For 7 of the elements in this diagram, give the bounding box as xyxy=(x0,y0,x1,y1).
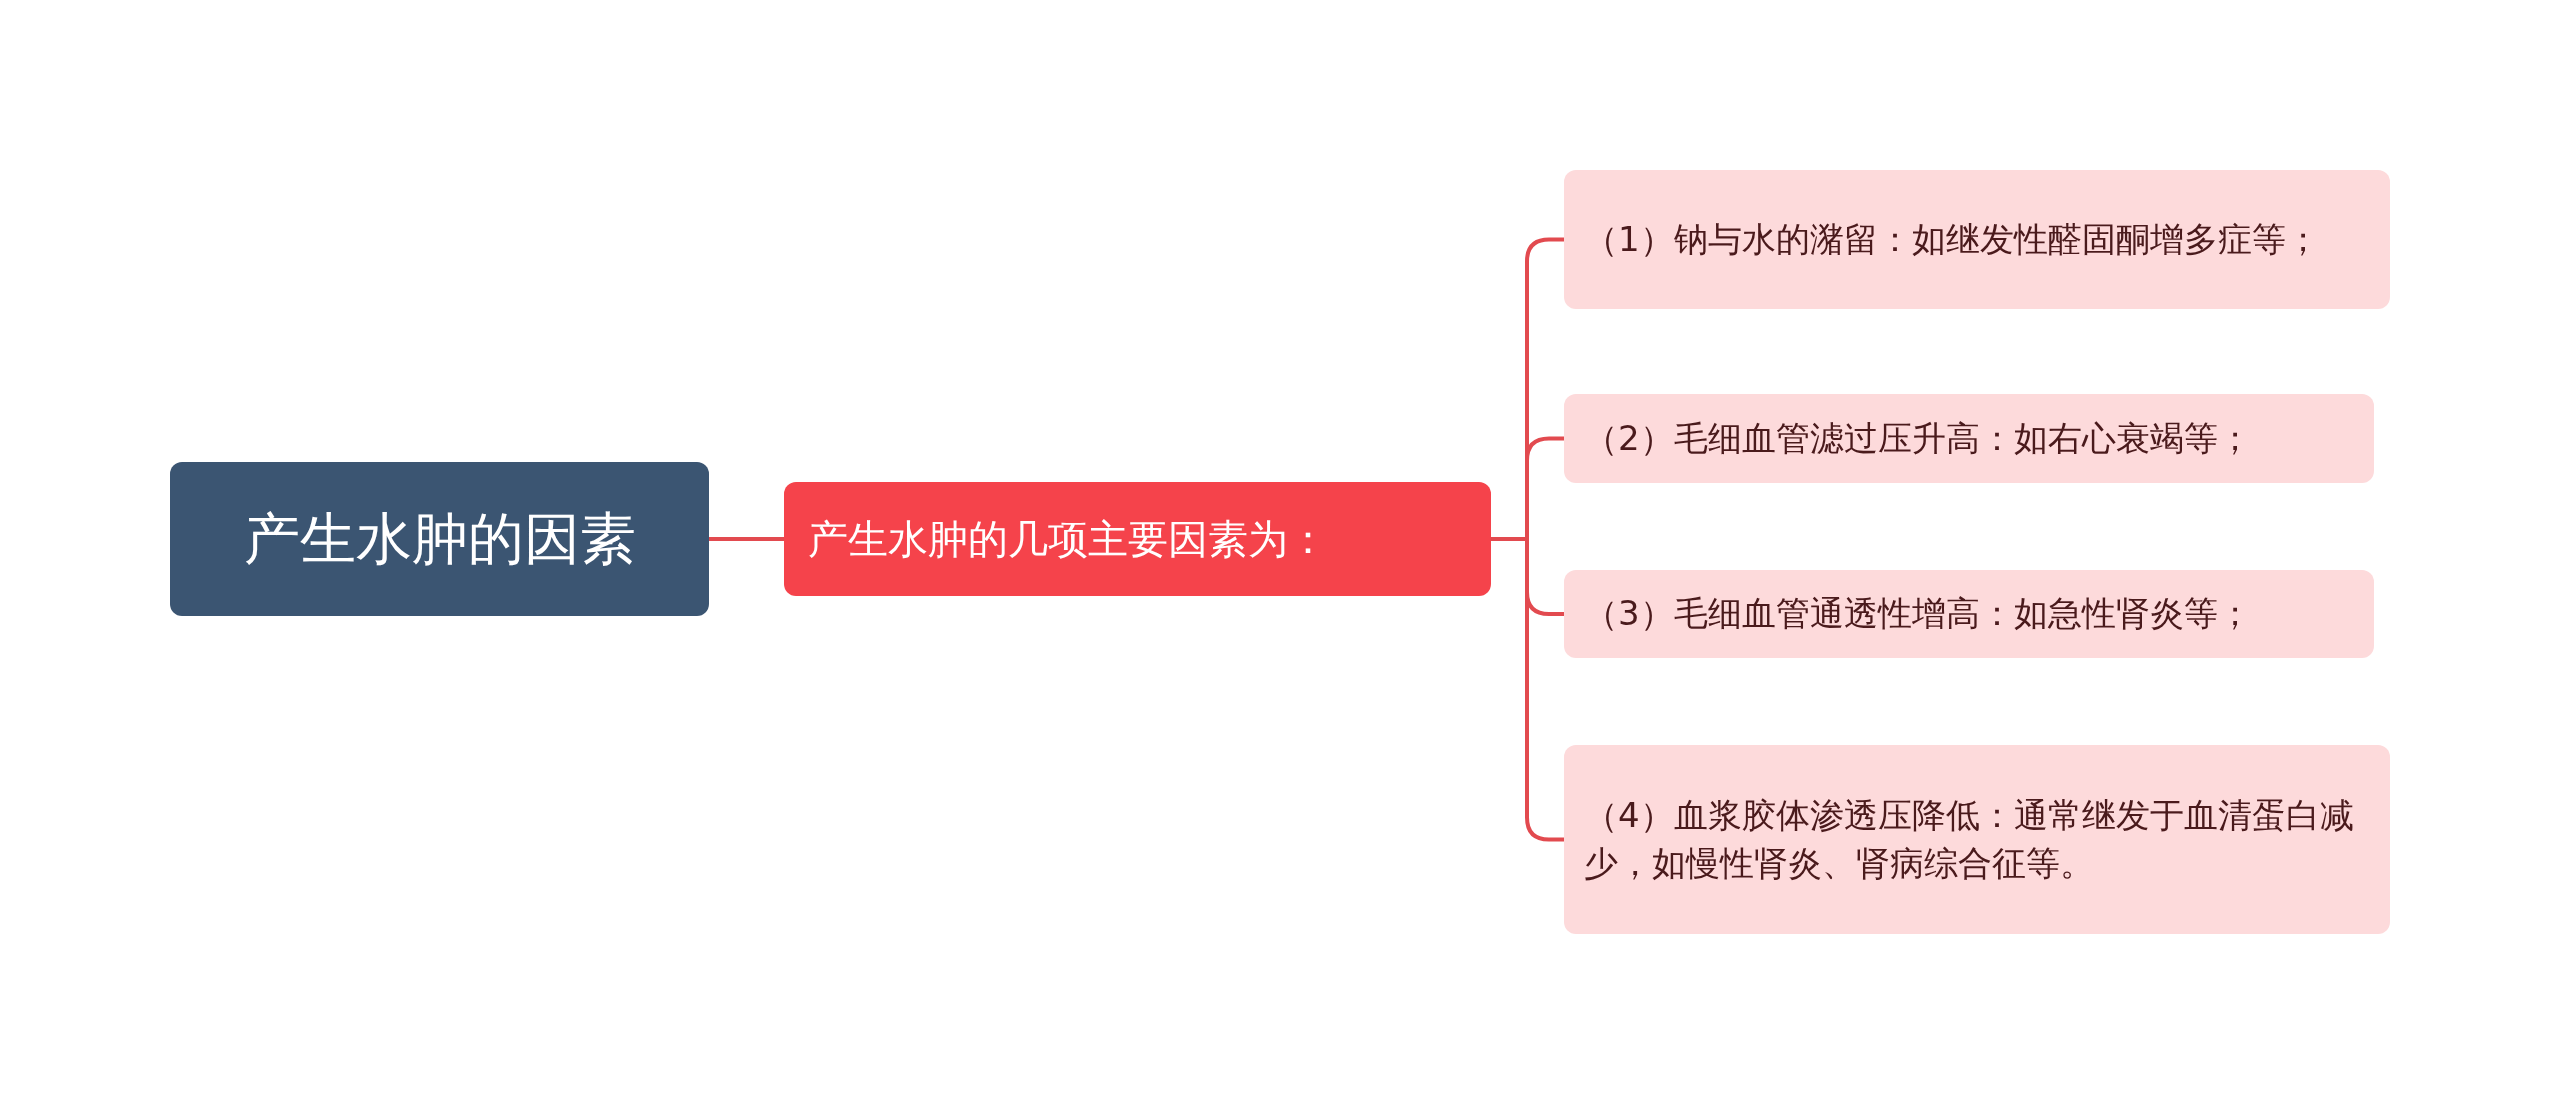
connector-line xyxy=(709,537,784,541)
subtopic-box: （1）钠与水的潴留：如继发性醛固酮增多症等； xyxy=(1564,170,2390,309)
subtopic-box: （3）毛细血管通透性增高：如急性肾炎等； xyxy=(1564,570,2374,658)
subtopic-box: （2）毛细血管滤过压升高：如右心衰竭等； xyxy=(1564,394,2374,483)
subtopic-box: （4）血浆胶体渗透压降低：通常继发于血清蛋白减少，如慢性肾炎、肾病综合征等。 xyxy=(1564,745,2390,934)
main-topic-box: 产生水肿的几项主要因素为： xyxy=(784,482,1491,596)
root-topic-box: 产生水肿的因素 xyxy=(170,462,709,616)
